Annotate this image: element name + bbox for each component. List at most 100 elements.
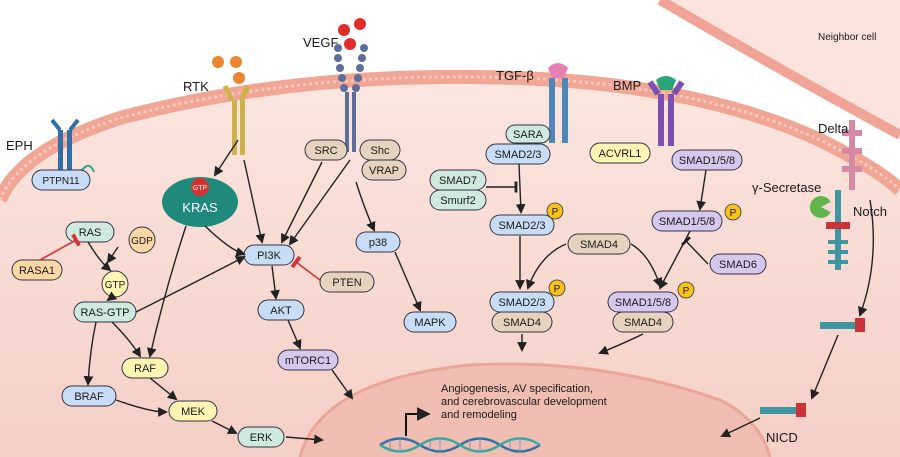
- pten-label: PTEN: [332, 277, 361, 289]
- p4-label: P: [683, 286, 690, 297]
- p38-node: [355, 231, 401, 253]
- phospho-badge-1: [546, 202, 564, 220]
- kras-gtp-badge: [191, 178, 209, 196]
- mek-node: [168, 400, 218, 422]
- smad158-c-label: SMAD1/5/8: [615, 297, 671, 309]
- mtorc1-node: [277, 349, 339, 371]
- smad158-a-label: SMAD1/5/8: [679, 155, 735, 167]
- phospho-badge-3: [724, 203, 742, 221]
- nicd-label: NICD: [766, 430, 798, 445]
- smad6-label: SMAD6: [719, 259, 757, 271]
- acvrl1-label: ACVRL1: [599, 148, 642, 160]
- inhibition-edges: [39, 233, 321, 281]
- vegf-receptor: [334, 18, 368, 152]
- outcome-line-1: Angiogenesis, AV specification,: [441, 383, 593, 395]
- shc-label: Shc: [371, 145, 390, 157]
- smad23-c-label: SMAD2/3: [498, 297, 545, 309]
- ptpn11-node: [31, 169, 91, 191]
- smad-inhibition-edges: [486, 181, 709, 265]
- rasa1-label: RASA1: [19, 265, 55, 277]
- pten-node: [319, 271, 375, 293]
- smad158-b-label: SMAD1/5/8: [659, 216, 715, 228]
- vrap-node: [361, 159, 407, 181]
- mek-label: MEK: [181, 406, 206, 418]
- smad4-left-label: SMAD4: [503, 317, 541, 329]
- sara-node: [505, 124, 551, 144]
- smad23-receptor-node: [485, 143, 551, 165]
- tgfb-label: TGF-β: [496, 68, 534, 83]
- raf-node: [121, 357, 169, 379]
- rtk-label: RTK: [183, 79, 209, 94]
- ptpn11-label: PTPN11: [42, 176, 79, 187]
- kras-label: KRAS: [182, 200, 218, 215]
- mapk-label: MAPK: [414, 317, 446, 329]
- smad23-phospho-node: [489, 214, 555, 236]
- cell-cytoplasm: [0, 76, 900, 457]
- smad158-receptor-node: [671, 149, 743, 171]
- phospho-badge-4: [677, 281, 695, 299]
- kras-node: [162, 177, 238, 227]
- notch-label: Notch: [853, 204, 887, 219]
- outcome-line-2: and cerebrovascular development: [441, 396, 607, 408]
- outcome-line-3: and remodeling: [441, 409, 517, 421]
- src-label: SRC: [314, 145, 337, 157]
- delta-label: Delta: [818, 121, 849, 136]
- activation-arrows: [83, 139, 875, 445]
- kras-gtp-label: GTP: [193, 185, 208, 192]
- p38-label: p38: [369, 237, 387, 249]
- bmp-receptor: [647, 76, 685, 146]
- smad23-a-label: SMAD2/3: [494, 149, 541, 161]
- nicd-fragment-mid: [820, 318, 865, 332]
- sara-label: SARA: [513, 129, 544, 141]
- dna-helix-icon: [379, 437, 541, 453]
- smad7-label: SMAD7: [439, 175, 477, 187]
- smurf2-node: [429, 189, 487, 211]
- smad4-mid-label: SMAD4: [580, 239, 618, 251]
- tgfb-receptor: [548, 63, 568, 143]
- nucleus: [300, 364, 770, 457]
- src-node: [304, 139, 348, 161]
- mapk-node: [403, 311, 457, 333]
- notch-receptor: [826, 190, 850, 270]
- erk-label: ERK: [250, 432, 273, 444]
- pi3k-label: PI3K: [257, 250, 282, 262]
- braf-label: BRAF: [74, 391, 104, 403]
- gdp-node: [128, 226, 156, 254]
- p3-label: P: [730, 208, 737, 219]
- nicd-fragment: [760, 403, 806, 417]
- neighbor-cell-membrane: [657, 0, 900, 140]
- smurf2-label: Smurf2: [440, 195, 475, 207]
- smad4-right-label: SMAD4: [624, 317, 662, 329]
- vegf-label: VEGF: [303, 35, 338, 50]
- akt-label: AKT: [270, 305, 292, 317]
- ras-gtp-label: RAS-GTP: [81, 307, 130, 319]
- gamma-secretase-icon: [810, 196, 834, 218]
- erk-node: [237, 426, 285, 448]
- rasa1-node: [11, 259, 63, 281]
- delta-ligand: [842, 120, 862, 190]
- smad4-right-node: [612, 311, 674, 333]
- smad4-mid-node: [567, 233, 631, 255]
- p2-label: P: [554, 284, 561, 295]
- nuclear-envelope: [298, 362, 772, 457]
- neighbor-cell: [660, 0, 900, 140]
- smad4-left-node: [491, 311, 553, 333]
- bmp-label: BMP: [613, 78, 641, 93]
- mtorc1-label: mTORC1: [285, 355, 331, 367]
- p1-label: P: [552, 207, 559, 218]
- gamma-secretase-label: γ-Secretase: [752, 180, 821, 195]
- smad23-b-label: SMAD2/3: [498, 220, 545, 232]
- smad6-node: [709, 253, 767, 275]
- phospho-badge-2: [548, 279, 566, 297]
- braf-node: [61, 385, 117, 407]
- gtp-label: GTP: [105, 280, 126, 291]
- vrap-label: VRAP: [369, 165, 399, 177]
- neighbor-cell-label: Neighbor cell: [818, 32, 876, 43]
- eph-label: EPH: [6, 138, 33, 153]
- smad158-phospho-node: [651, 210, 723, 232]
- ras-label: RAS: [79, 227, 102, 239]
- membrane-texture: [0, 75, 900, 201]
- akt-node: [257, 299, 305, 321]
